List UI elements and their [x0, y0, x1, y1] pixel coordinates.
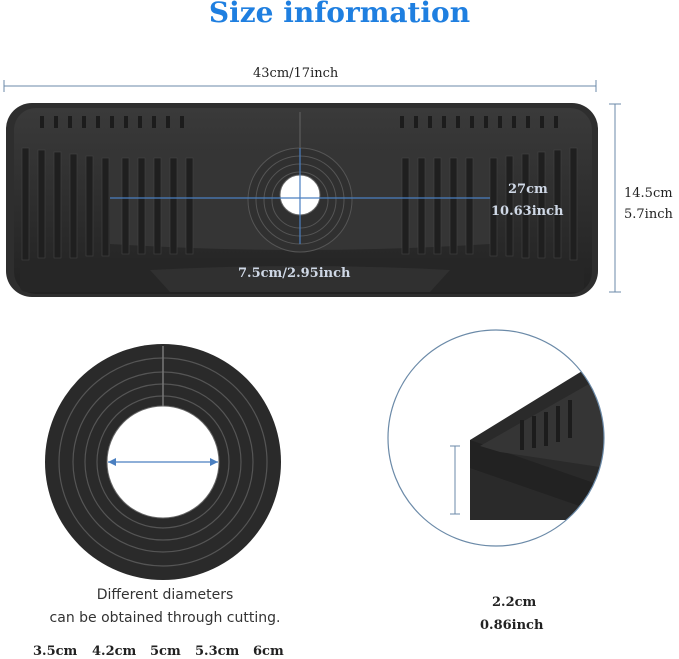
ring-caption-line1: Different diameters [96, 587, 234, 603]
height-dimension-line [609, 103, 621, 293]
ring-caption-line2: can be obtained through cutting. [49, 610, 281, 626]
width-dimension-line [3, 80, 597, 92]
mat-height-cm-label: 14.5cm [624, 186, 673, 201]
edge-height-cm-label: 2.2cm [492, 595, 537, 610]
inner-width-in-label: 10.63inch [491, 204, 564, 219]
mat-height-in-label: 5.7inch [624, 207, 673, 222]
diameter-option: 3.5cm [33, 644, 78, 659]
diameter-option: 4.2cm [92, 644, 137, 659]
diameter-option: 6cm [253, 644, 284, 659]
diameter-option: 5.3cm [195, 644, 240, 659]
ring-image [45, 344, 281, 580]
page-title: Size information [208, 0, 471, 29]
mat-width-label: 43cm/17inch [253, 66, 339, 81]
hole-diameter-label: 7.5cm/2.95inch [238, 266, 351, 281]
edge-zoom-image [387, 329, 605, 547]
diameter-option: 5cm [150, 644, 181, 659]
inner-width-cm-label: 27cm [508, 182, 548, 197]
edge-height-in-label: 0.86inch [480, 618, 544, 633]
